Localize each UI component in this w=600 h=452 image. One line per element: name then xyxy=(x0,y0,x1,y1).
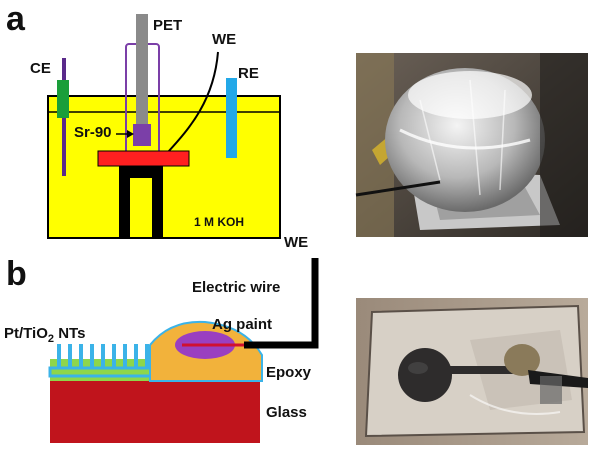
we-label-a: WE xyxy=(212,31,236,48)
ce-electrode xyxy=(57,80,69,118)
electrode-photo xyxy=(356,298,588,445)
sr90-arrowhead xyxy=(127,130,134,138)
glass-label: Glass xyxy=(266,404,307,421)
stand-left-leg xyxy=(119,166,130,238)
we-wire xyxy=(167,51,219,153)
wire-label: Electric wire xyxy=(192,279,280,296)
re-electrode xyxy=(226,78,237,158)
ce-label: CE xyxy=(30,60,51,77)
nanotube-array xyxy=(48,344,158,378)
sr90-source xyxy=(133,124,151,146)
sr90-label: Sr-90 xyxy=(74,124,112,141)
electrolyte-beaker xyxy=(47,95,281,239)
nanotubes-label: Pt/TiO2 NTs xyxy=(4,325,85,345)
panel-a-letter: a xyxy=(6,0,26,38)
we-electrode xyxy=(97,150,190,167)
electric-wire xyxy=(244,258,319,349)
panel-a: a CE PET Sr-90 WE RE 1 M KOH xyxy=(6,0,588,239)
pet-label: PET xyxy=(153,17,182,34)
stand-right-leg xyxy=(152,166,163,238)
pet-rod xyxy=(136,14,148,142)
epoxy-label: Epoxy xyxy=(266,364,312,381)
glass-substrate xyxy=(50,381,260,443)
re-label: RE xyxy=(238,65,259,82)
we-label-b: WE xyxy=(284,234,308,251)
electrolyte-label: 1 M KOH xyxy=(194,215,244,229)
panel-b-letter: b xyxy=(6,255,27,293)
panel-b: b Glass Epoxy Pt/TiO2 NTs Ag paint xyxy=(4,234,588,445)
ag-label: Ag paint xyxy=(212,316,272,333)
beaker-photo xyxy=(355,53,588,237)
